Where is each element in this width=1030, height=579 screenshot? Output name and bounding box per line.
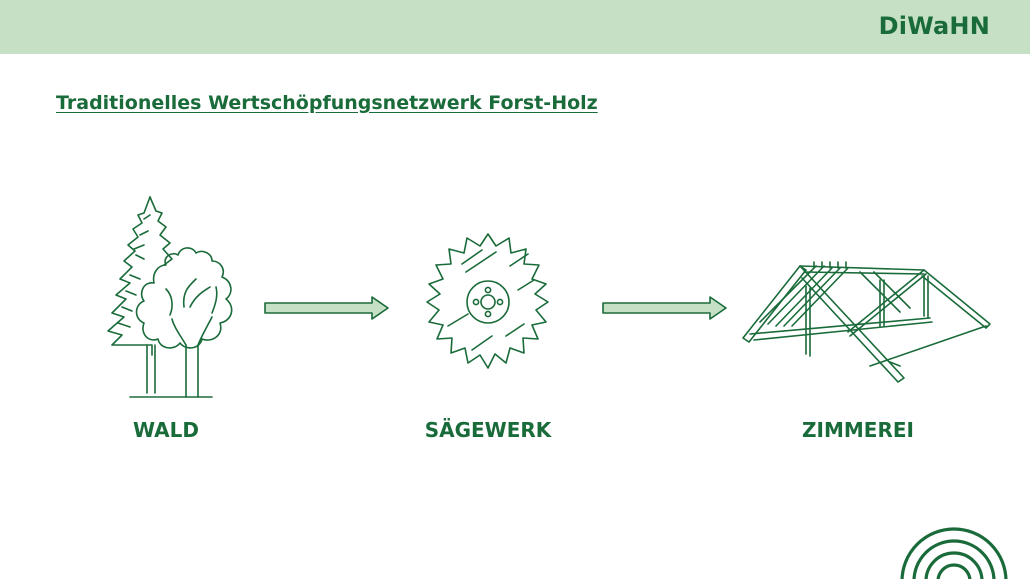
- page-title: Traditionelles Wertschöpfungsnetzwerk Fo…: [56, 92, 598, 114]
- brand-logo-text: DiWaHN: [878, 12, 990, 40]
- step-label-saegewerk: SÄGEWERK: [424, 418, 552, 442]
- arrow-right-icon: [602, 296, 727, 320]
- arc-logo-icon: [900, 527, 1008, 579]
- saw-blade-icon: [426, 233, 549, 369]
- forest-icon: [107, 196, 233, 398]
- header-bar: DiWaHN: [0, 0, 1030, 54]
- arrow-right-icon: [264, 296, 389, 320]
- roof-truss-icon: [742, 261, 991, 383]
- step-label-zimmerei: ZIMMEREI: [802, 418, 914, 442]
- step-label-wald: WALD: [133, 418, 199, 442]
